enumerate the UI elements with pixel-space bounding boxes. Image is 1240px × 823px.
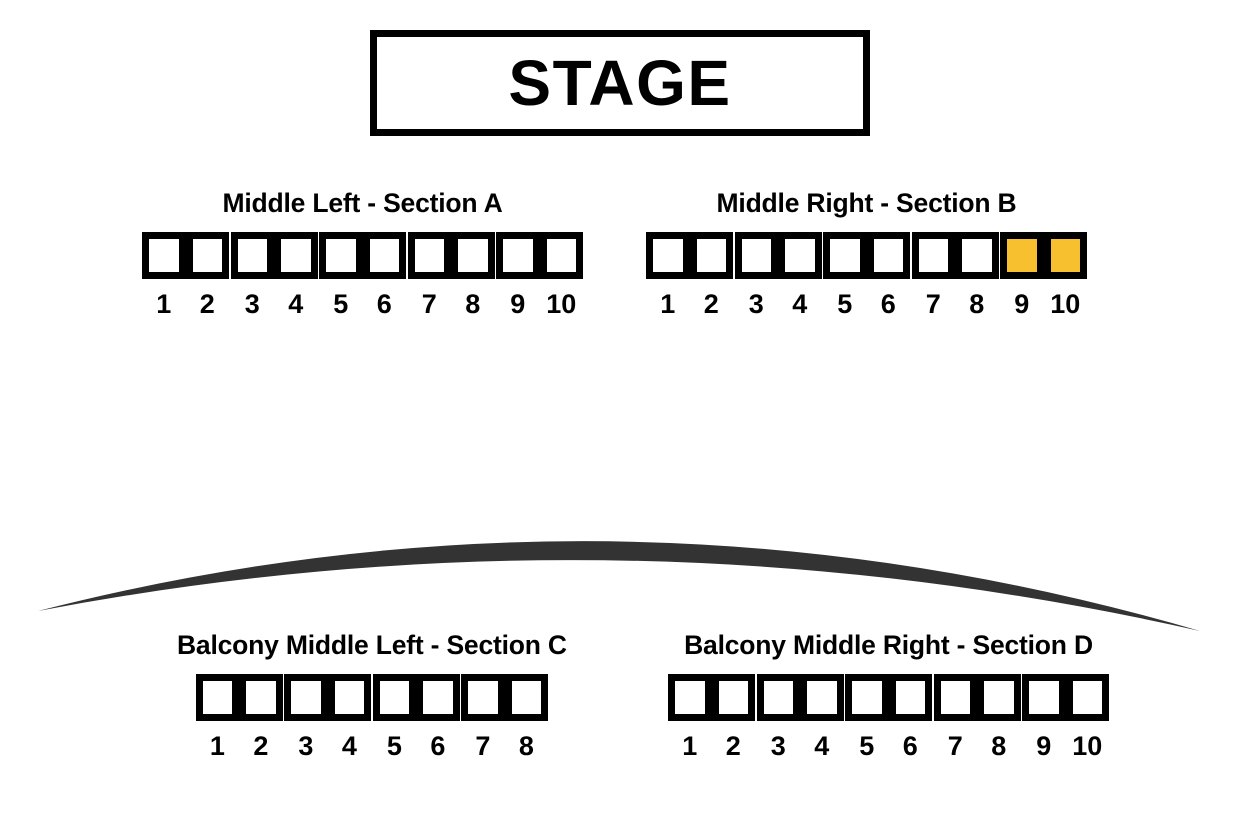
seat-d-9[interactable] (1022, 673, 1066, 721)
seat-number-b-8: 8 (969, 288, 985, 319)
seat-b-3[interactable] (734, 231, 778, 279)
seat-a-5[interactable] (319, 231, 363, 279)
seat-number-b-7: 7 (925, 288, 941, 319)
seat-number-b-6: 6 (880, 288, 896, 319)
seat-number-a-1: 1 (156, 288, 172, 319)
section-a-seat-row (142, 231, 583, 279)
seat-number-d-9: 9 (1036, 730, 1052, 761)
seat-number-b-2: 2 (703, 288, 719, 319)
seat-a-3[interactable] (230, 231, 274, 279)
seat-number-a-6: 6 (376, 288, 392, 319)
seat-c-4[interactable] (327, 673, 372, 721)
seat-a-2[interactable] (185, 231, 229, 279)
seat-number-c-4: 4 (341, 730, 357, 761)
section-d-title: Balcony Middle Right - Section D (684, 630, 1093, 660)
stage-box: STAGE (370, 30, 870, 136)
seat-number-b-1: 1 (660, 288, 676, 319)
seat-number-d-8: 8 (991, 730, 1007, 761)
seat-a-1[interactable] (142, 231, 186, 279)
seat-number-a-3: 3 (244, 288, 260, 319)
seat-number-d-6: 6 (902, 730, 918, 761)
seat-number-d-5: 5 (859, 730, 875, 761)
seat-number-d-3: 3 (770, 730, 786, 761)
seat-a-8[interactable] (451, 231, 495, 279)
seat-d-10[interactable] (1065, 673, 1109, 721)
seat-c-1[interactable] (195, 673, 240, 721)
section-b-title: Middle Right - Section B (716, 188, 1017, 218)
seat-number-d-2: 2 (725, 730, 741, 761)
seat-d-3[interactable] (756, 673, 800, 721)
seat-number-d-1: 1 (682, 730, 698, 761)
seat-b-4[interactable] (778, 231, 822, 279)
seat-b-9[interactable] (1000, 231, 1044, 279)
seat-number-c-6: 6 (430, 730, 446, 761)
seat-b-7[interactable] (911, 231, 955, 279)
seat-b-6[interactable] (866, 231, 910, 279)
seat-number-b-3: 3 (748, 288, 764, 319)
seat-b-5[interactable] (823, 231, 867, 279)
seat-b-8[interactable] (955, 231, 999, 279)
seat-number-a-2: 2 (199, 288, 215, 319)
seat-number-a-10: 10 (546, 288, 577, 319)
section-d-seat-row (668, 673, 1109, 721)
seat-c-2[interactable] (239, 673, 283, 721)
seat-number-a-7: 7 (421, 288, 437, 319)
seat-number-a-4: 4 (288, 288, 304, 319)
seat-number-c-3: 3 (298, 730, 314, 761)
seat-number-b-4: 4 (792, 288, 808, 319)
seat-number-a-8: 8 (465, 288, 481, 319)
seat-c-8[interactable] (504, 673, 549, 721)
section-a-title: Middle Left - Section A (222, 188, 503, 218)
seat-b-1[interactable] (646, 231, 690, 279)
seat-number-b-9: 9 (1014, 288, 1030, 319)
seat-a-9[interactable] (496, 231, 540, 279)
seat-number-a-9: 9 (510, 288, 526, 319)
seat-d-1[interactable] (668, 673, 712, 721)
seat-number-c-5: 5 (386, 730, 402, 761)
seat-a-6[interactable] (362, 231, 406, 279)
seat-d-8[interactable] (977, 673, 1021, 721)
seat-number-d-10: 10 (1072, 730, 1103, 761)
seat-number-b-10: 10 (1050, 288, 1081, 319)
seat-a-4[interactable] (274, 231, 318, 279)
seat-number-c-2: 2 (253, 730, 269, 761)
seat-number-c-8: 8 (518, 730, 534, 761)
seat-d-7[interactable] (933, 673, 977, 721)
seat-c-5[interactable] (372, 673, 417, 721)
seat-number-c-7: 7 (475, 730, 491, 761)
seat-c-3[interactable] (284, 673, 328, 721)
balcony-arc-divider (38, 541, 1200, 631)
section-b-seat-row (646, 231, 1087, 279)
seat-b-2[interactable] (689, 231, 733, 279)
seat-a-7[interactable] (407, 231, 451, 279)
section-c-seat-row (195, 673, 549, 721)
section-c-title: Balcony Middle Left - Section C (177, 630, 567, 660)
seat-number-d-7: 7 (947, 730, 963, 761)
stage-label: STAGE (508, 47, 732, 119)
seat-d-5[interactable] (845, 673, 889, 721)
seat-a-10[interactable] (539, 231, 583, 279)
seat-number-b-5: 5 (837, 288, 853, 319)
seat-d-4[interactable] (800, 673, 844, 721)
seat-c-7[interactable] (461, 673, 505, 721)
seat-c-6[interactable] (416, 673, 460, 721)
seat-number-a-5: 5 (333, 288, 349, 319)
seat-number-c-1: 1 (209, 730, 225, 761)
seat-d-2[interactable] (711, 673, 755, 721)
seat-d-6[interactable] (888, 673, 932, 721)
seat-b-10[interactable] (1043, 231, 1087, 279)
seat-number-d-4: 4 (814, 730, 830, 761)
